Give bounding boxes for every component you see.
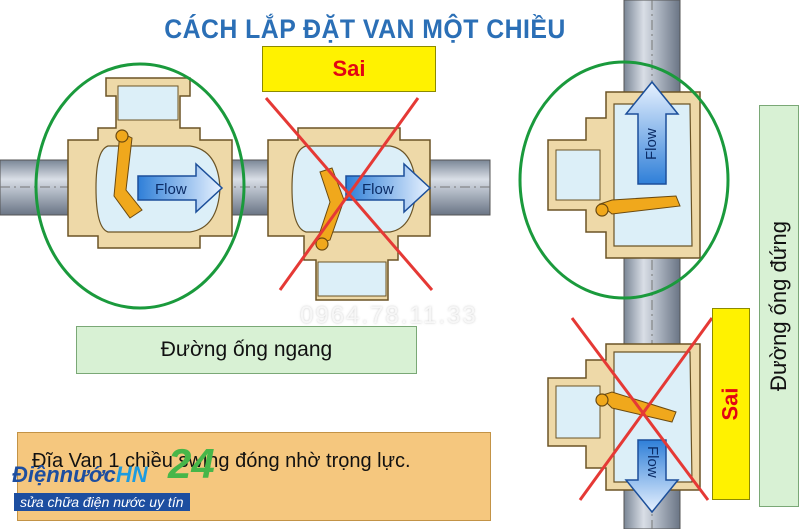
logo-name-suffix: HN <box>115 462 148 487</box>
correct-circle-vertical <box>518 60 730 300</box>
logo: ĐiệnnướcHN <box>12 462 148 488</box>
logo-name: Điệnnước <box>12 462 116 487</box>
horizontal-pipe-label: Đường ống ngang <box>76 326 417 374</box>
flow-arrow-2: Flow <box>345 162 432 214</box>
vertical-pipe-label: Đường ống đứng <box>759 105 799 507</box>
flow-label-2: Flow <box>362 181 394 198</box>
flow-label-3: Flow <box>643 128 660 160</box>
wrong-label-top: Sai <box>262 46 436 92</box>
flow-arrow-1: Flow <box>137 162 224 214</box>
vertical-pipe-label-text: Đường ống đứng <box>766 221 792 391</box>
wrong-cross-horizontal <box>264 97 434 291</box>
note-box: Đĩa Van 1 chiều swing đóng nhờ trọng lực… <box>17 432 491 521</box>
wrong-label-right-text: Sai <box>718 387 743 421</box>
flow-label-4: Flow <box>644 446 661 478</box>
page-title: CÁCH LẮP ĐẶT VAN MỘT CHIỀU <box>164 14 566 44</box>
watermark: 0964.78.11.33 <box>300 302 478 329</box>
flow-arrow-4: Flow <box>624 439 680 514</box>
correct-circle-horizontal <box>34 62 246 310</box>
valve-horizontal-correct <box>67 77 233 249</box>
flow-label-1: Flow <box>155 181 187 198</box>
wrong-label-right: Sai <box>712 308 750 500</box>
logo-slogan: sửa chữa điện nước uy tín <box>14 493 190 511</box>
logo-badge: 24 <box>168 440 215 487</box>
valve-vertical-correct <box>547 91 701 259</box>
flow-arrow-3: Flow <box>624 80 680 185</box>
wrong-cross-vertical <box>570 317 714 501</box>
